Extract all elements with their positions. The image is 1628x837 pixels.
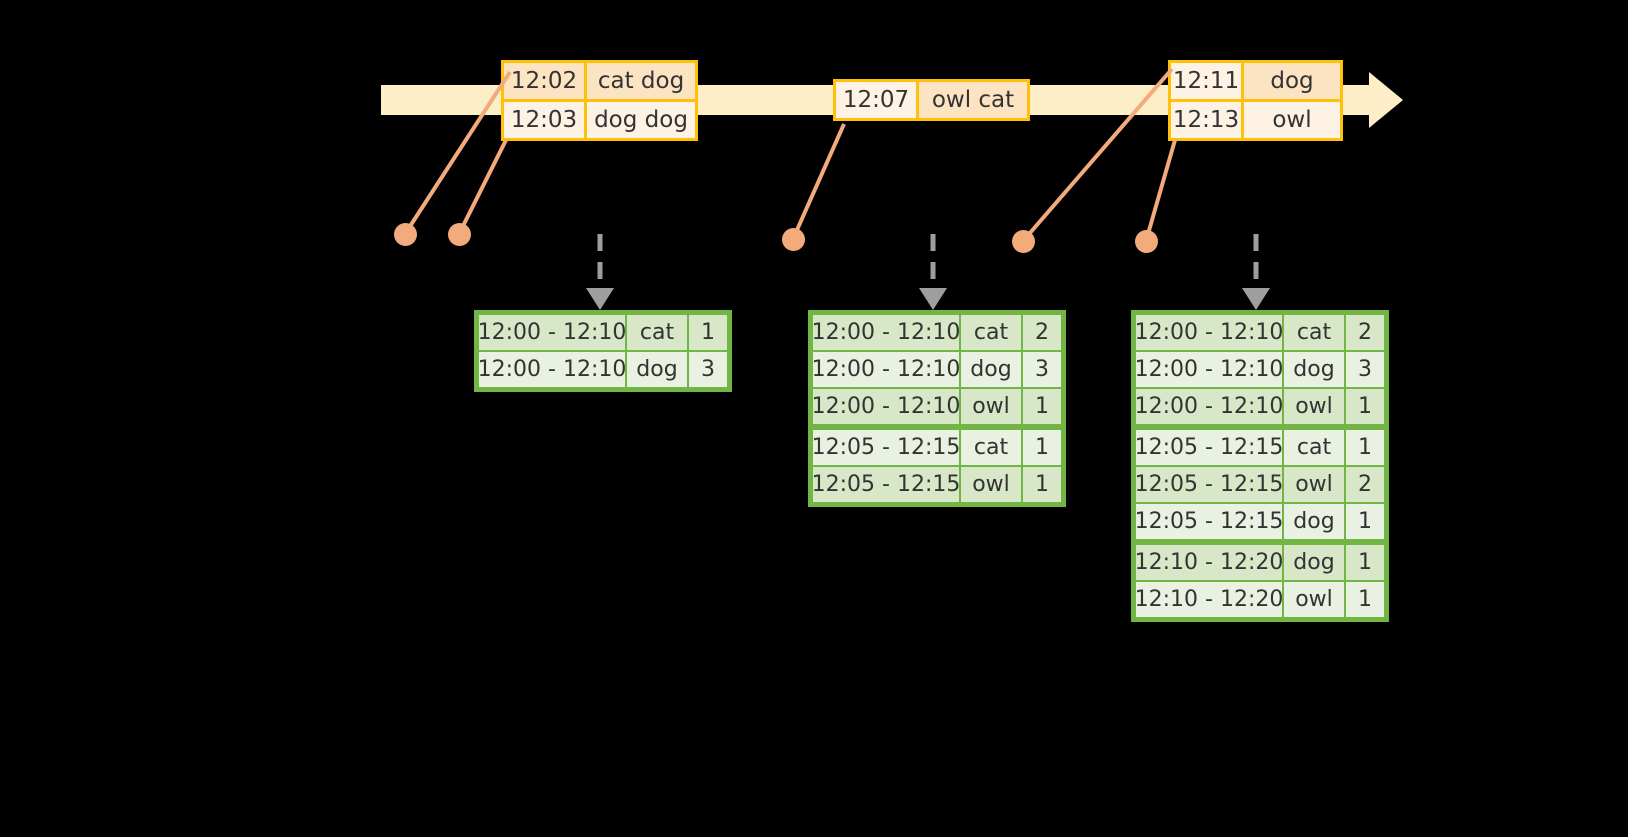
count-cell: 2 [1345, 314, 1385, 351]
window-cell: 12:10 - 12:20 [1135, 581, 1283, 618]
count-cell: 1 [1345, 503, 1385, 540]
window-cell: 12:05 - 12:15 [1135, 466, 1283, 503]
event-payload-4: owl [1244, 102, 1340, 138]
key-cell: dog [1283, 544, 1345, 581]
connector-line-4 [1144, 139, 1177, 242]
window-cell: 12:00 - 12:10 [478, 314, 626, 351]
key-cell: owl [1283, 581, 1345, 618]
event-row-3: 12:11 dog [1168, 60, 1343, 102]
window-cell: 12:05 - 12:15 [812, 429, 960, 466]
count-cell: 1 [1022, 466, 1062, 503]
window-cell: 12:00 - 12:10 [812, 388, 960, 425]
flow-arrow-head-2 [919, 288, 947, 310]
event-row-0: 12:02 cat dog [501, 60, 698, 102]
event-row-2: 12:07 owl cat [833, 79, 1030, 121]
key-cell: owl [1283, 466, 1345, 503]
count-cell: 3 [1345, 351, 1385, 388]
key-cell: owl [1283, 388, 1345, 425]
connector-line-1 [457, 139, 508, 235]
key-cell: cat [960, 429, 1022, 466]
event-time-1: 12:03 [504, 102, 587, 138]
event-payload-2: owl cat [919, 82, 1027, 118]
key-cell: cat [626, 314, 688, 351]
key-cell: dog [960, 351, 1022, 388]
count-cell: 1 [1022, 388, 1062, 425]
key-cell: cat [960, 314, 1022, 351]
event-payload-1: dog dog [587, 102, 695, 138]
connector-dot-0 [394, 223, 417, 246]
event-payload-3: dog [1244, 63, 1340, 99]
flow-arrow-head-3 [1242, 288, 1270, 310]
event-row-4: 12:13 owl [1168, 99, 1343, 141]
event-time-4: 12:13 [1171, 102, 1244, 138]
count-cell: 1 [1345, 581, 1385, 618]
count-cell: 1 [1345, 388, 1385, 425]
window-cell: 12:00 - 12:10 [812, 351, 960, 388]
count-cell: 3 [688, 351, 728, 388]
key-cell: dog [1283, 351, 1345, 388]
count-cell: 1 [1345, 544, 1385, 581]
count-cell: 3 [1022, 351, 1062, 388]
connector-dot-4 [1135, 230, 1158, 253]
event-time-0: 12:02 [504, 63, 587, 99]
window-cell: 12:10 - 12:20 [1135, 544, 1283, 581]
window-cell: 12:05 - 12:15 [1135, 503, 1283, 540]
event-row-1: 12:03 dog dog [501, 99, 698, 141]
count-cell: 2 [1022, 314, 1062, 351]
key-cell: owl [960, 388, 1022, 425]
key-cell: cat [1283, 429, 1345, 466]
key-cell: dog [626, 351, 688, 388]
key-cell: owl [960, 466, 1022, 503]
flow-arrow-head-1 [586, 288, 614, 310]
key-cell: dog [1283, 503, 1345, 540]
key-cell: cat [1283, 314, 1345, 351]
window-cell: 12:00 - 12:10 [812, 314, 960, 351]
count-cell: 1 [688, 314, 728, 351]
connector-dot-2 [782, 228, 805, 251]
connector-dot-1 [448, 223, 471, 246]
event-time-3: 12:11 [1171, 63, 1244, 99]
window-cell: 12:05 - 12:15 [1135, 429, 1283, 466]
count-cell: 2 [1345, 466, 1385, 503]
count-cell: 1 [1345, 429, 1385, 466]
connector-line-2 [791, 123, 846, 240]
window-cell: 12:00 - 12:10 [1135, 388, 1283, 425]
window-cell: 12:00 - 12:10 [1135, 351, 1283, 388]
window-cell: 12:05 - 12:15 [812, 466, 960, 503]
timeline-arrowhead [1369, 72, 1403, 128]
connector-dot-3 [1012, 230, 1035, 253]
window-cell: 12:00 - 12:10 [478, 351, 626, 388]
event-payload-0: cat dog [587, 63, 695, 99]
count-cell: 1 [1022, 429, 1062, 466]
window-cell: 12:00 - 12:10 [1135, 314, 1283, 351]
event-time-2: 12:07 [836, 82, 919, 118]
